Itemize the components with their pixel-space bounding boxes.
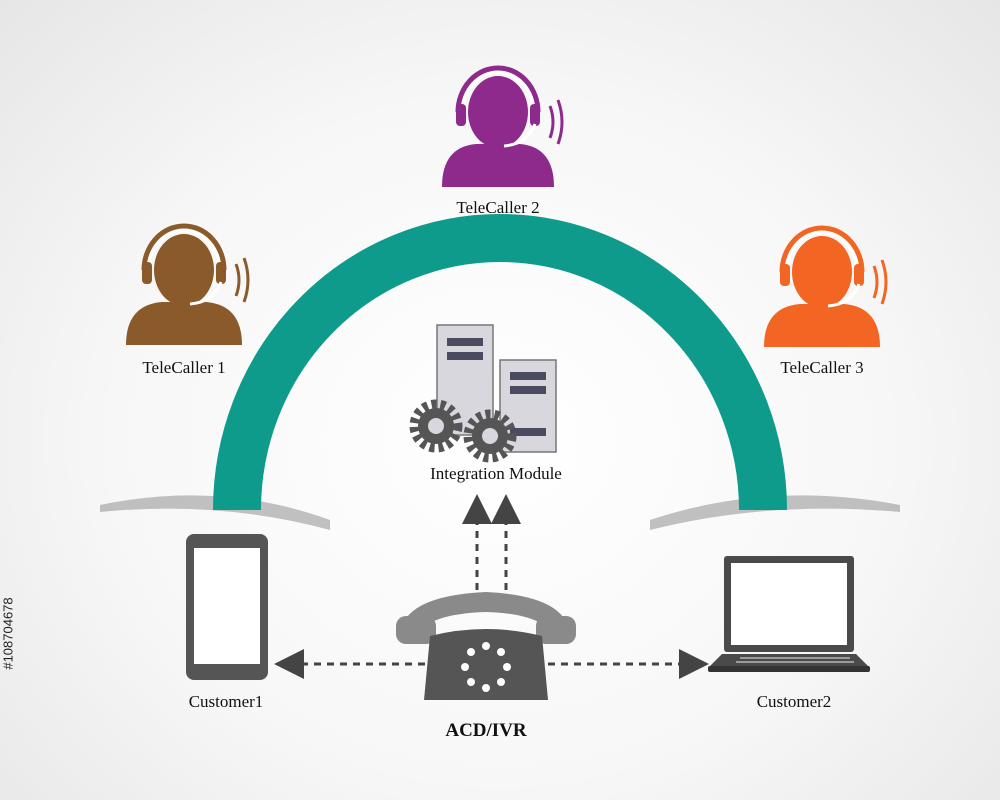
- smartphone-icon: [186, 534, 268, 680]
- stock-id-watermark: #108704678: [0, 597, 16, 670]
- gear-icon: [409, 399, 517, 463]
- integration-module-label: Integration Module: [430, 464, 562, 483]
- customer1-label: Customer1: [188, 692, 264, 711]
- telecaller-3-icon: [764, 225, 888, 347]
- customer2-label: Customer2: [756, 692, 832, 711]
- telecaller-3-label: TeleCaller 3: [780, 358, 864, 377]
- telecaller-1-label: TeleCaller 1: [142, 358, 226, 377]
- telecaller-2-label: TeleCaller 2: [456, 198, 540, 217]
- acd-ivr-label: ACD/IVR: [445, 720, 527, 741]
- ground-mound-right: [650, 495, 900, 530]
- ground-mound-left: [100, 495, 330, 530]
- telecaller-2-icon: [442, 65, 564, 187]
- server-icon: [436, 324, 557, 453]
- telecaller-1-icon: [126, 223, 250, 345]
- laptop-icon: [708, 556, 870, 672]
- rotary-telephone-icon: [396, 592, 576, 700]
- call-routing-arch: [213, 214, 787, 511]
